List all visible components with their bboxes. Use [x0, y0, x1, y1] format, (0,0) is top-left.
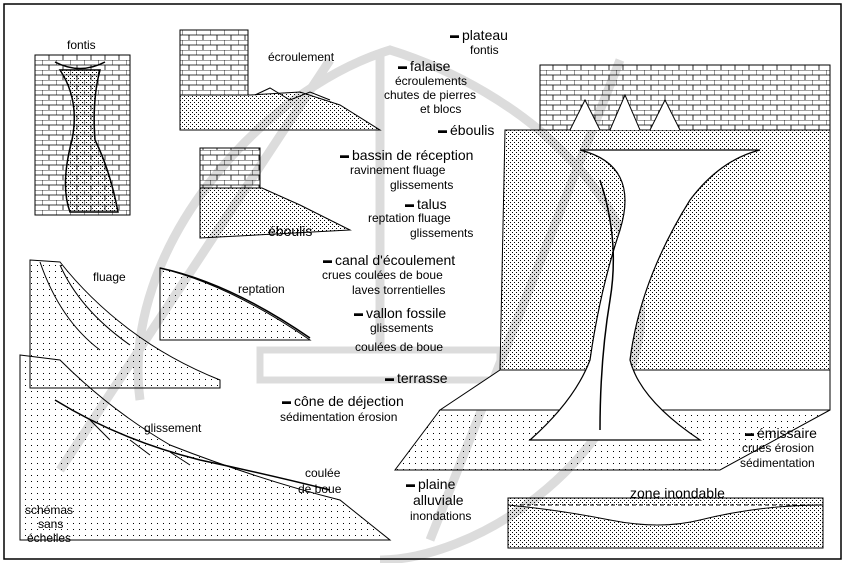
label-emissaire-process1: crues érosion — [742, 441, 814, 455]
label-cone-process1: sédimentation érosion — [280, 410, 397, 424]
label-vallon-process1: glissements — [370, 321, 433, 335]
label-eboulis: éboulis — [438, 122, 494, 138]
label-falaise-process1: écroulements — [395, 74, 467, 88]
caption-fluage: fluage — [93, 270, 126, 284]
caption-glissement: glissement — [144, 421, 201, 435]
label-terrasse: terrasse — [385, 370, 448, 386]
label-bassin: bassin de réception — [340, 147, 473, 163]
note-line-3: échelles — [27, 531, 71, 545]
label-canal: canal d'écoulement — [323, 252, 455, 268]
label-canal-process1: crues coulées de boue — [322, 268, 443, 282]
note-line-1: schémas — [25, 503, 73, 517]
label-plateau-process: fontis — [470, 43, 499, 57]
caption-reptation: reptation — [238, 282, 285, 296]
label-cone: cône de déjection — [282, 393, 404, 409]
label-vallon-process2: coulées de boue — [355, 340, 443, 354]
label-falaise: falaise — [398, 58, 450, 74]
reptation-sketch — [160, 268, 310, 340]
label-talus: talus — [405, 196, 447, 212]
label-falaise-process2: chutes de pierres — [384, 88, 476, 102]
label-bassin-process1: ravinement fluage — [350, 163, 445, 177]
label-emissaire-process2: sédimentation — [740, 456, 815, 470]
label-talus-process2: glissements — [410, 226, 473, 240]
label-plaine-2: alluviale — [413, 492, 464, 508]
label-emissaire: émissaire — [745, 425, 817, 441]
caption-ecroulement: écroulement — [268, 50, 334, 64]
label-bassin-process2: glissements — [390, 178, 453, 192]
label-canal-process2: laves torrentielles — [352, 283, 445, 297]
ecroulement-sketch — [180, 30, 380, 130]
caption-coulee-1: coulée — [305, 466, 340, 480]
label-plateau: plateau — [450, 27, 508, 43]
label-plaine-process1: inondations — [410, 509, 471, 523]
label-talus-process1: reptation fluage — [368, 211, 451, 225]
label-plaine: plaine — [406, 476, 455, 492]
caption-eboulis: éboulis — [268, 223, 312, 239]
zone-inondable-section — [508, 498, 823, 548]
caption-zone-inondable: zone inondable — [630, 485, 725, 501]
fontis-sketch — [35, 55, 130, 215]
caption-coulee-2: de boue — [298, 482, 341, 496]
note-line-2: sans — [38, 517, 63, 531]
label-falaise-process3: et blocs — [420, 102, 461, 116]
label-vallon: vallon fossile — [354, 305, 446, 321]
caption-fontis: fontis — [67, 38, 96, 52]
